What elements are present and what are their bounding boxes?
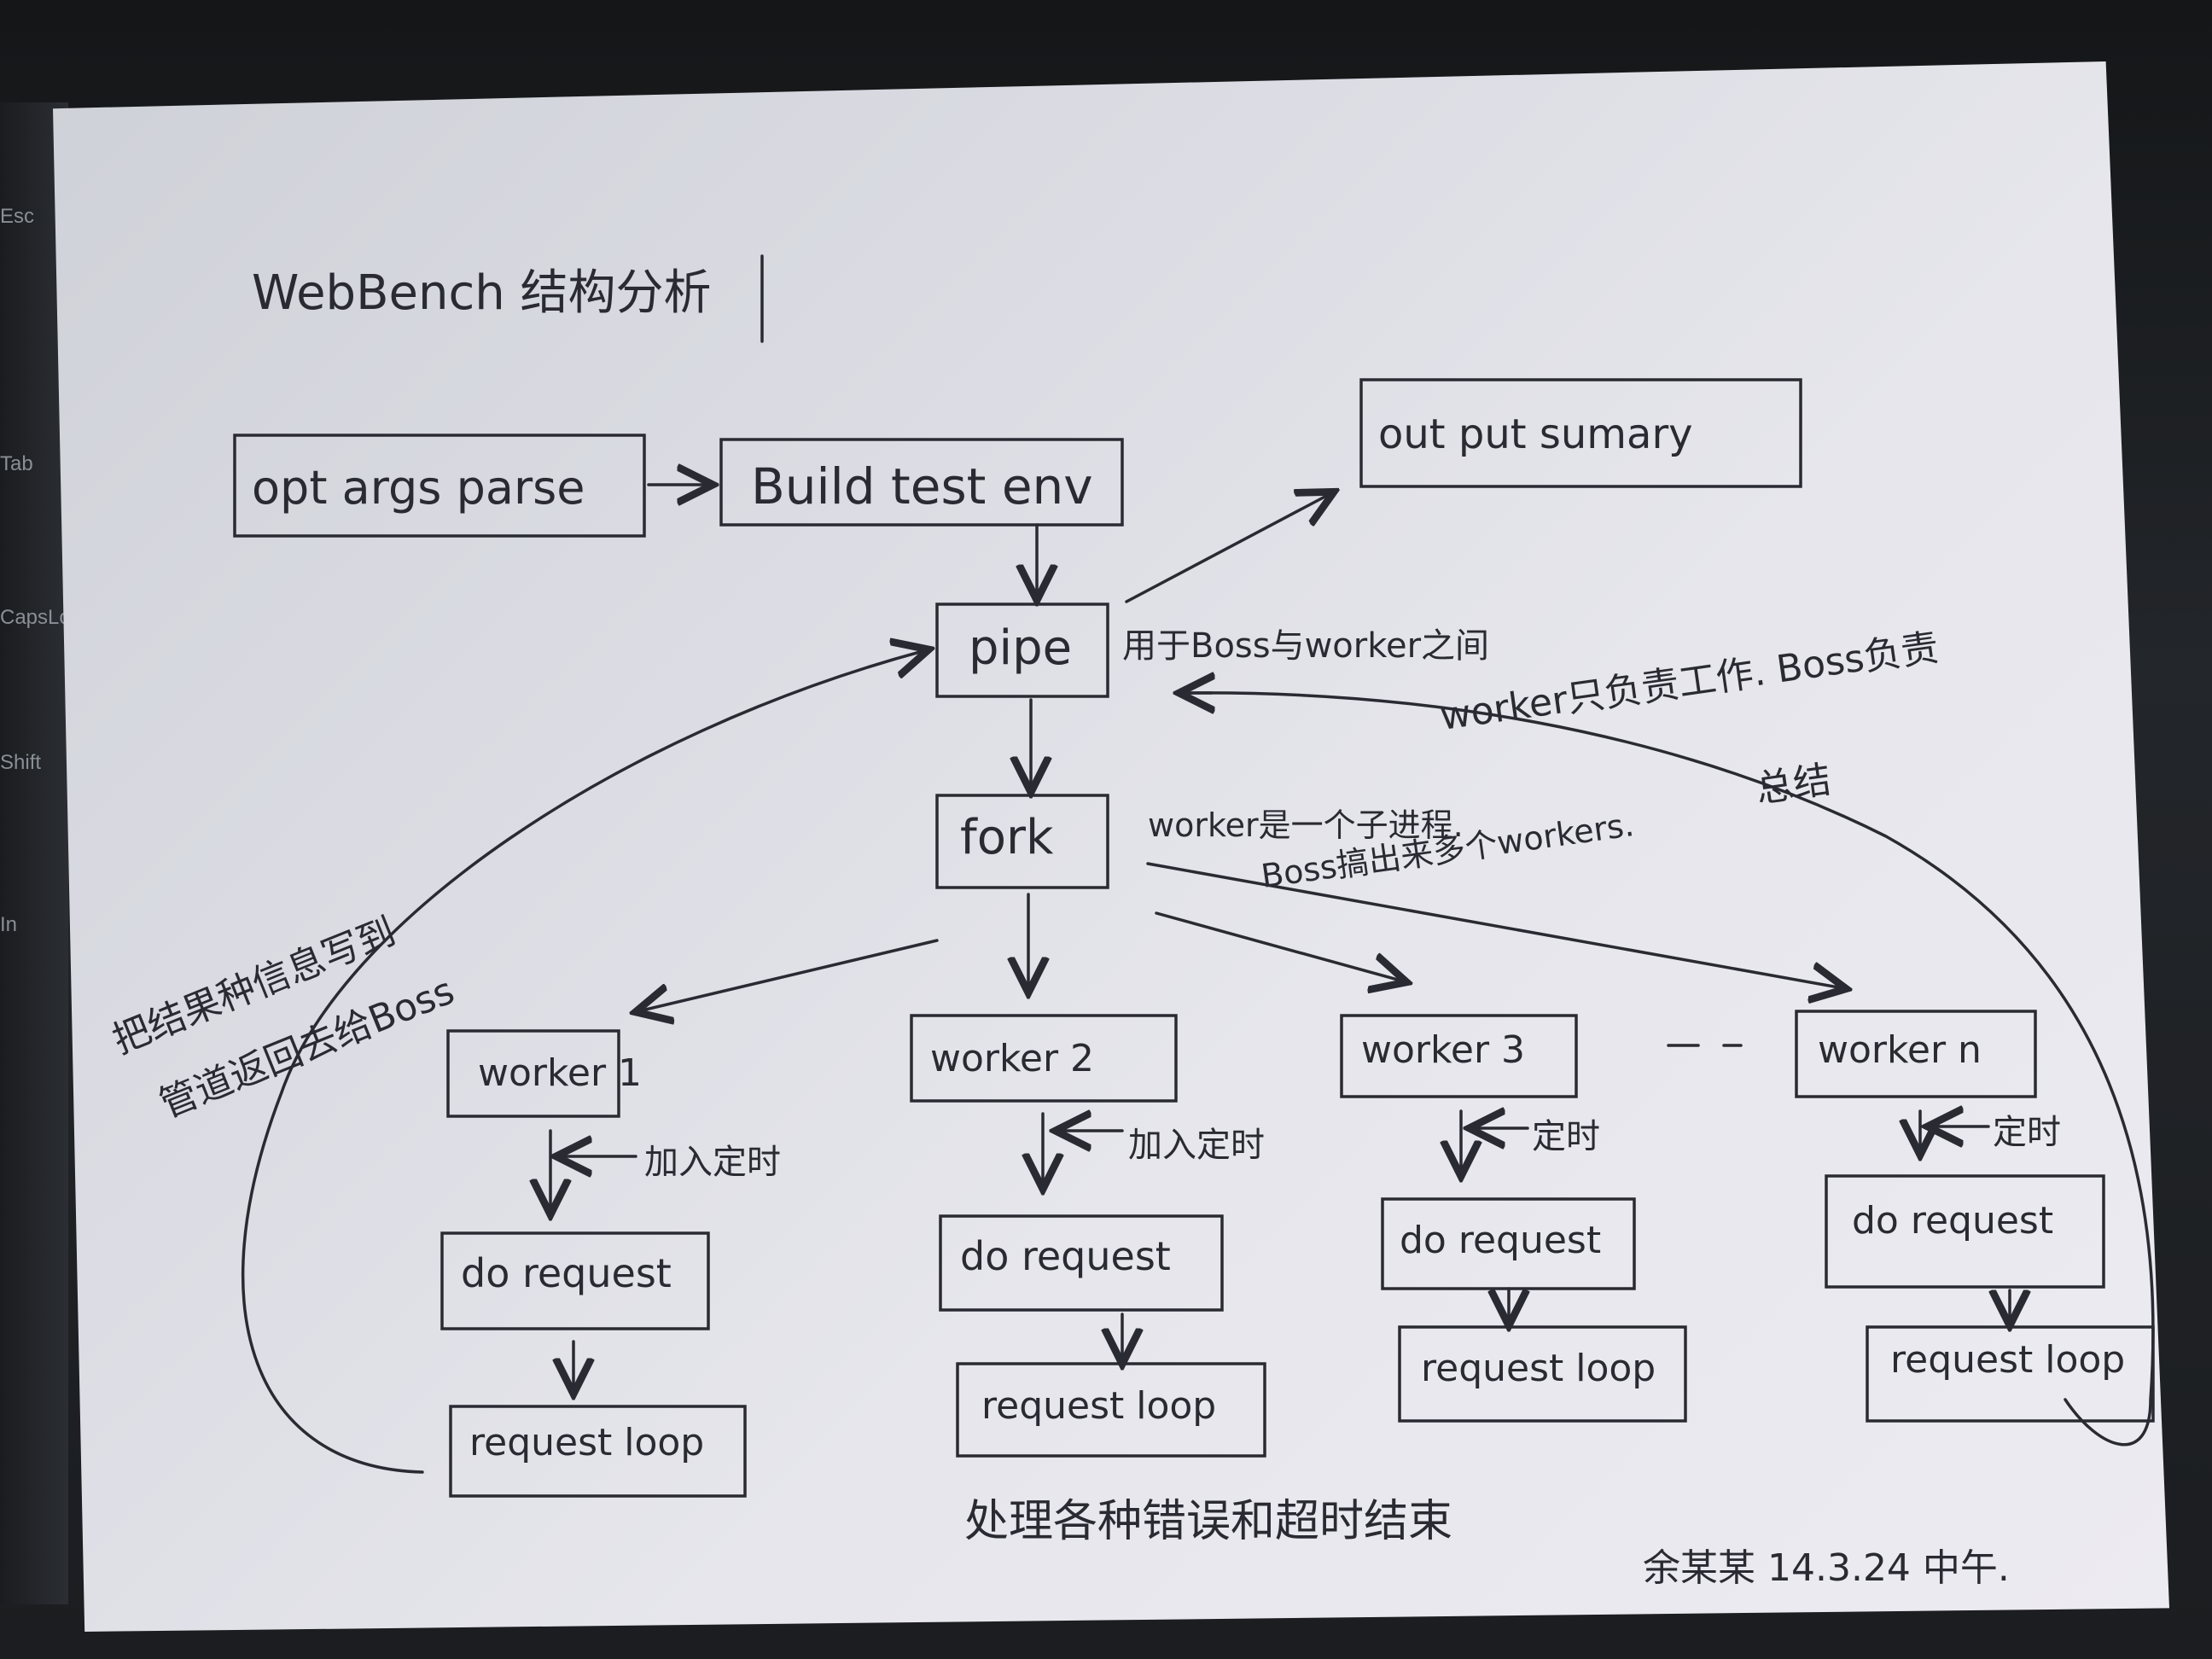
label-opt-args: opt args parse	[252, 461, 585, 515]
arrow-pipe-to-output	[1125, 493, 1331, 603]
box-worker-n	[1795, 1010, 2037, 1098]
label-worker-3: worker 3	[1361, 1028, 1525, 1072]
curve-return-right	[1189, 691, 2155, 1447]
label-request-loop-3: request loop	[1421, 1347, 1656, 1390]
note-timer-2: 加入定时	[1128, 1126, 1265, 1165]
box-do-request-n	[1825, 1174, 2105, 1289]
label-worker-n: worker n	[1818, 1028, 1982, 1072]
curve-return-left	[241, 650, 926, 1474]
key-tab: Tab	[0, 452, 33, 475]
note-timer-n: 定时	[1993, 1113, 2061, 1152]
arrow-fork-to-worker-n	[1146, 862, 1843, 988]
label-request-loop-1: request loop	[469, 1421, 704, 1464]
label-worker-1: worker 1	[478, 1051, 642, 1095]
label-do-request-n: do request	[1852, 1199, 2053, 1243]
box-request-loop-1	[449, 1405, 747, 1498]
label-do-request-2: do request	[960, 1233, 1171, 1279]
note-timer-3: 定时	[1532, 1117, 1600, 1156]
label-request-loop-n: request loop	[1890, 1338, 2125, 1382]
note-worker-1: worker只负责工作. Boss负责	[1437, 626, 1941, 738]
box-build-env	[719, 438, 1124, 527]
box-output-summary	[1359, 378, 1802, 488]
signature: 余某某 14.3.24 中午.	[1643, 1546, 2010, 1590]
arrow-fork-to-worker-3	[1155, 911, 1404, 981]
label-pipe: pipe	[969, 620, 1072, 676]
label-fork: fork	[960, 810, 1054, 865]
box-opt-args	[233, 434, 646, 538]
note-fork-1: worker是一个子进程.	[1148, 806, 1464, 844]
note-bottom: 处理各种错误和超时结束	[964, 1496, 1452, 1547]
label-worker-2: worker 2	[930, 1037, 1094, 1080]
box-do-request-2	[939, 1214, 1224, 1312]
note-worker-2: 总结	[1753, 758, 1833, 812]
label-do-request-1: do request	[461, 1250, 672, 1296]
box-worker-1	[446, 1029, 620, 1118]
diagram-title: WebBench 结构分析	[252, 265, 712, 321]
label-build-env: Build test env	[751, 457, 1093, 515]
label-do-request-3: do request	[1400, 1219, 1601, 1262]
label-output-summary: out put sumary	[1378, 410, 1693, 458]
key-esc: Esc	[0, 205, 35, 228]
note-pipe: 用于Boss与worker之间	[1122, 626, 1489, 666]
label-request-loop-2: request loop	[981, 1384, 1216, 1428]
box-worker-3	[1340, 1014, 1578, 1098]
box-do-request-1	[440, 1231, 710, 1330]
box-request-loop-3	[1398, 1325, 1687, 1423]
keyboard-edge: Esc Tab CapsLock Shift In	[0, 102, 91, 1604]
arrow-fork-to-worker-1	[638, 939, 939, 1011]
note-timer-1: 加入定时	[644, 1143, 781, 1182]
key-shift: Shift	[0, 751, 42, 774]
key-in: In	[0, 913, 18, 936]
box-worker-2	[910, 1014, 1178, 1103]
